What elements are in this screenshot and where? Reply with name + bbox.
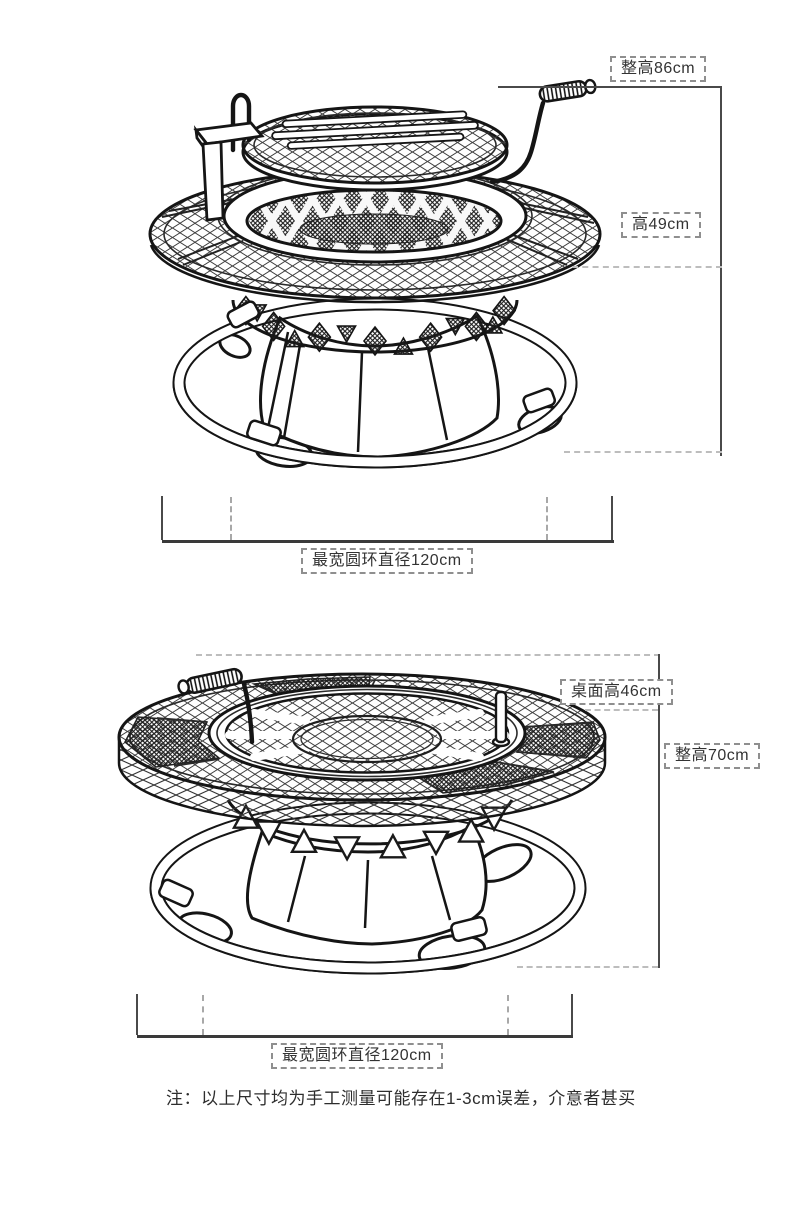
cutout-shape — [336, 325, 357, 344]
illustration-grill-raised — [148, 78, 602, 469]
cutout-shape — [457, 817, 486, 843]
crank-handle-right — [489, 78, 597, 185]
dim-tick-dashed — [546, 497, 548, 540]
dim-line-diameter-2 — [137, 1035, 573, 1038]
cutout-shape — [378, 832, 407, 859]
bowl-triangle-band — [231, 803, 509, 862]
ring-clamp — [246, 419, 282, 447]
crank-handle-left — [177, 667, 255, 745]
measurement-note: 注：以上尺寸均为手工测量可能存在1-3cm误差，介意者甚买 — [166, 1089, 636, 1108]
label-ring-diameter-2: 最宽圆环直径120cm — [271, 1043, 443, 1069]
ring-clamp — [450, 915, 488, 943]
cutout-shape — [261, 311, 286, 342]
dim-tick-dashed — [507, 995, 509, 1035]
cutout-shape — [393, 336, 414, 355]
dim-line-overall-height-1 — [720, 86, 722, 456]
dim-tick-dashed — [230, 497, 232, 540]
grill-plate-recessed — [207, 684, 527, 782]
lift-handle-left — [193, 92, 265, 222]
cutout-shape — [284, 328, 306, 348]
dim-tick — [161, 496, 163, 540]
dim-guide-ground-2 — [517, 966, 658, 968]
grill-plate-raised — [241, 105, 509, 192]
ring-clamp — [226, 300, 260, 329]
cutout-shape — [482, 315, 504, 334]
cutout-shape — [289, 827, 319, 854]
dim-guide-ground-1 — [564, 451, 722, 453]
dim-line-diameter-1 — [162, 540, 614, 543]
cutout-shape — [464, 311, 489, 342]
cutout-shape — [421, 830, 451, 857]
skirt-panel-lines — [266, 331, 449, 453]
ring-clamp — [158, 878, 194, 908]
label-overall-height-2: 整高70cm — [664, 743, 761, 769]
dim-guide-top-2 — [196, 654, 660, 656]
cutout-shape — [418, 321, 443, 353]
cutout-shape — [307, 321, 332, 353]
dim-line-overall-height-2 — [658, 654, 660, 968]
skirt-panel-lines — [286, 855, 452, 929]
label-overall-height-1: 整高86cm — [610, 56, 707, 82]
cutout-shape — [492, 295, 517, 326]
dim-tick — [571, 994, 573, 1035]
dim-guide-table-level-1 — [572, 266, 722, 268]
dim-tick-dashed — [202, 995, 204, 1035]
ring-clamp — [522, 387, 557, 414]
label-table-height-2: 桌面高46cm — [560, 679, 673, 705]
dim-line-top-horizontal — [498, 86, 722, 88]
dim-tick — [136, 994, 138, 1035]
label-height-1: 高49cm — [621, 212, 701, 238]
support-pin-right — [491, 690, 511, 748]
dim-tick — [611, 496, 613, 540]
illustration-table-flat — [117, 667, 607, 975]
cutout-shape — [362, 325, 388, 357]
dim-guide-tabletop-2 — [585, 709, 658, 711]
fire-bowl-lattice — [248, 190, 500, 252]
cutout-shape — [333, 836, 362, 862]
cutout-shape — [444, 317, 466, 337]
label-ring-diameter-1: 最宽圆环直径120cm — [301, 548, 473, 574]
